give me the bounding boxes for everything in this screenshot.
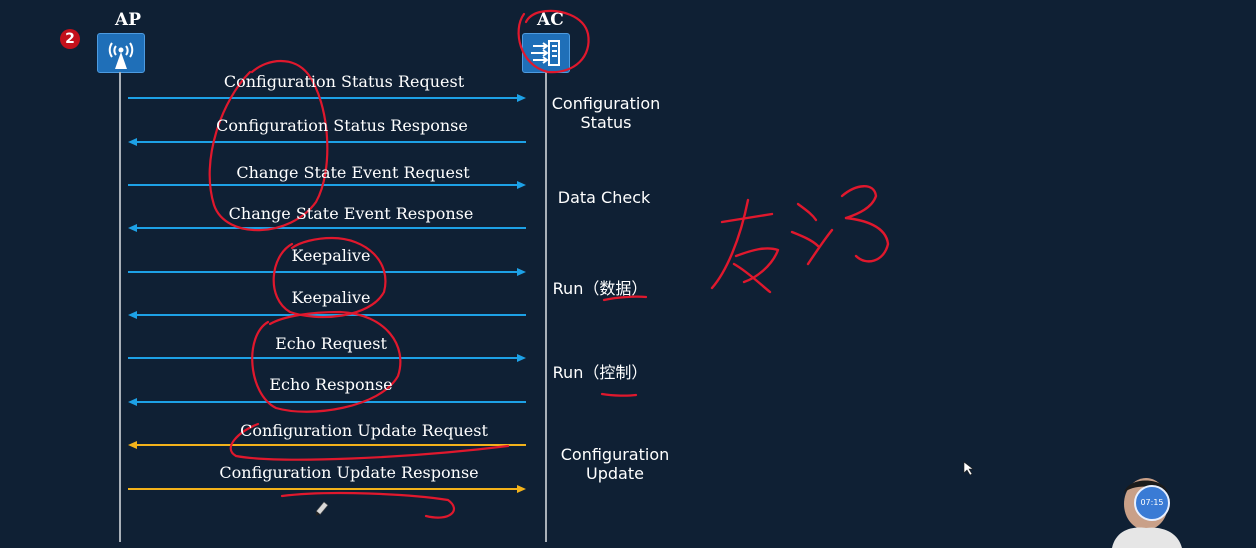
annotation-underline-update-response — [280, 491, 455, 519]
ac-label: AC — [537, 10, 564, 30]
message-label-4: Keepalive — [291, 246, 371, 265]
phase-config-status-line1: Configuration — [551, 94, 661, 113]
phase-run-control: Run（控制） — [552, 363, 648, 382]
phase-data-check: Data Check — [557, 188, 651, 207]
phase-config-update-line2: Update — [586, 464, 644, 483]
access-point-icon — [97, 33, 145, 73]
message-label-1: Configuration Status Response — [216, 116, 468, 135]
phase-config-update: Configuration Update — [561, 445, 670, 483]
annotation-underline-run-data — [602, 295, 648, 302]
annotation-underline-run-control — [600, 392, 638, 397]
message-arrowhead-3 — [128, 224, 137, 232]
message-arrowhead-5 — [128, 311, 137, 319]
step-badge: 2 — [60, 29, 80, 49]
message-arrowhead-7 — [128, 398, 137, 406]
message-arrowhead-6 — [517, 354, 526, 362]
cursor-icon — [963, 461, 974, 476]
message-label-7: Echo Response — [269, 375, 393, 394]
annotation-underline-update-request — [229, 422, 510, 461]
ap-label: AP — [115, 10, 141, 30]
annotation-oval-keepalive — [272, 236, 387, 319]
message-arrowhead-9 — [517, 485, 526, 493]
timer-badge[interactable]: 07:15 — [1134, 485, 1170, 521]
message-label-6: Echo Request — [275, 334, 387, 353]
annotation-circle-ac — [517, 9, 590, 74]
message-arrowhead-2 — [517, 181, 526, 189]
message-label-5: Keepalive — [291, 288, 371, 307]
handwritten-note-text: 在线 — [800, 248, 802, 251]
pen-icon — [315, 501, 329, 516]
phase-config-status-line2: Status — [580, 113, 632, 132]
message-label-9: Configuration Update Response — [219, 463, 479, 482]
message-arrowhead-4 — [517, 268, 526, 276]
message-label-8: Configuration Update Request — [240, 421, 488, 440]
phase-config-update-line1: Configuration — [560, 445, 670, 464]
message-arrowhead-1 — [128, 138, 137, 146]
message-arrowhead-8 — [128, 441, 137, 449]
message-label-2: Change State Event Request — [236, 163, 470, 182]
message-label-0: Configuration Status Request — [223, 72, 465, 91]
phase-config-status: Configuration Status — [552, 94, 661, 132]
message-arrowhead-0 — [517, 94, 526, 102]
phase-run-data: Run（数据） — [552, 279, 648, 298]
handwritten-note — [710, 185, 890, 294]
annotation-oval-echo — [251, 310, 402, 413]
message-label-3: Change State Event Response — [228, 204, 474, 223]
annotation-oval-config — [208, 60, 329, 232]
